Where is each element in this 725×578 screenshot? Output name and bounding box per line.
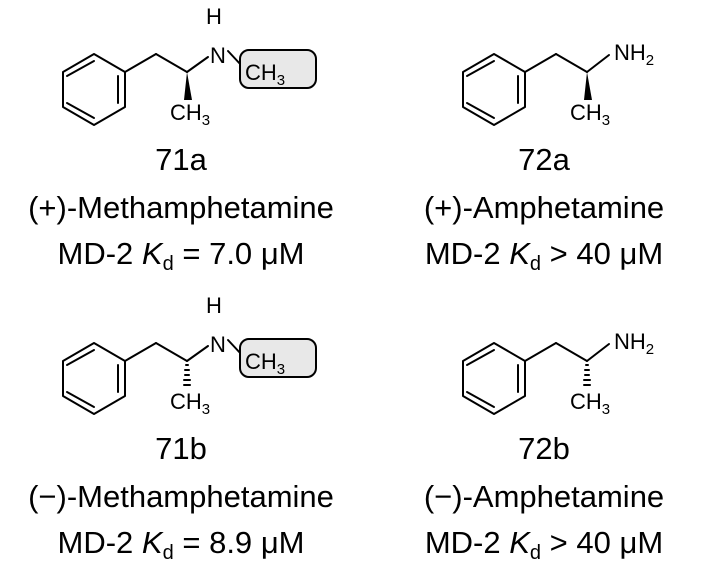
benzene-ring — [462, 342, 526, 415]
bond — [186, 345, 209, 362]
bond — [186, 56, 209, 73]
bond — [524, 53, 557, 73]
compound-panel-72a: NH2 CH3 72a (+)-Amphetamine MD-2 Kd > 40… — [363, 0, 725, 289]
atom-h-label: H — [206, 4, 222, 29]
benzene-ring — [462, 53, 526, 126]
atom-n-label: N — [210, 332, 226, 357]
binding-affinity: MD-2 Kd > 40 μM — [424, 236, 664, 275]
compound-name: (+)-Methamphetamine — [28, 190, 334, 225]
bond — [586, 343, 610, 362]
bond — [124, 53, 157, 73]
compound-id: 72a — [518, 142, 570, 177]
c-methyl-label: CH3 — [170, 389, 210, 418]
structure-71b: H N CH3 CH3 — [62, 293, 317, 418]
n-methyl-label: CH3 — [245, 60, 285, 89]
binding-affinity: MD-2 Kd > 40 μM — [424, 525, 664, 564]
aromatic-bond — [466, 349, 495, 366]
compound-id: 71a — [155, 142, 207, 177]
benzene-ring — [62, 53, 126, 126]
aromatic-bond — [466, 60, 495, 77]
structure-71a: H N CH3 CH3 — [62, 4, 317, 129]
c-methyl-label: CH3 — [570, 389, 610, 418]
n-methyl-highlight — [239, 338, 317, 378]
bond — [555, 342, 588, 362]
compound-panel-71b: H N CH3 CH3 71b (−)-Methamphetamine MD-2… — [0, 289, 362, 578]
wedge-bond — [584, 72, 592, 100]
aromatic-bond — [466, 391, 495, 408]
binding-affinity: MD-2 Kd = 7.0 μM — [57, 236, 305, 275]
c-methyl-label: CH3 — [170, 100, 210, 129]
compound-name: (−)-Methamphetamine — [28, 479, 334, 514]
compound-id: 72b — [518, 431, 570, 466]
amine-label: NH2 — [614, 329, 654, 358]
aromatic-bond — [466, 102, 495, 119]
compound-name: (−)-Amphetamine — [423, 479, 665, 514]
wedge-bond — [184, 72, 192, 100]
n-methyl-label: CH3 — [245, 349, 285, 378]
binding-affinity: MD-2 Kd = 8.9 μM — [57, 525, 305, 564]
aromatic-bond — [66, 391, 95, 408]
aromatic-bond — [66, 349, 95, 366]
amine-label: NH2 — [614, 40, 654, 69]
compound-name: (+)-Amphetamine — [423, 190, 665, 225]
bond — [586, 54, 610, 73]
aromatic-bond — [66, 102, 95, 119]
bond — [524, 342, 557, 362]
bond — [155, 53, 188, 73]
atom-n-label: N — [210, 43, 226, 68]
bond — [155, 342, 188, 362]
aromatic-bond — [66, 60, 95, 77]
structure-72b: NH2 CH3 — [462, 329, 654, 418]
bond — [124, 342, 157, 362]
structure-72a: NH2 CH3 — [462, 40, 654, 129]
hashed-bond — [583, 364, 591, 386]
compound-panel-71a: H N CH3 CH3 71a (+)-Methamphetamine MD-2… — [0, 0, 362, 289]
c-methyl-label: CH3 — [570, 100, 610, 129]
bond — [555, 53, 588, 73]
atom-h-label: H — [206, 293, 222, 318]
n-methyl-highlight — [239, 49, 317, 89]
compound-panel-72b: NH2 CH3 72b (−)-Amphetamine MD-2 Kd > 40… — [363, 289, 725, 578]
compound-id: 71b — [155, 431, 207, 466]
benzene-ring — [62, 342, 126, 415]
hashed-bond — [183, 364, 191, 386]
